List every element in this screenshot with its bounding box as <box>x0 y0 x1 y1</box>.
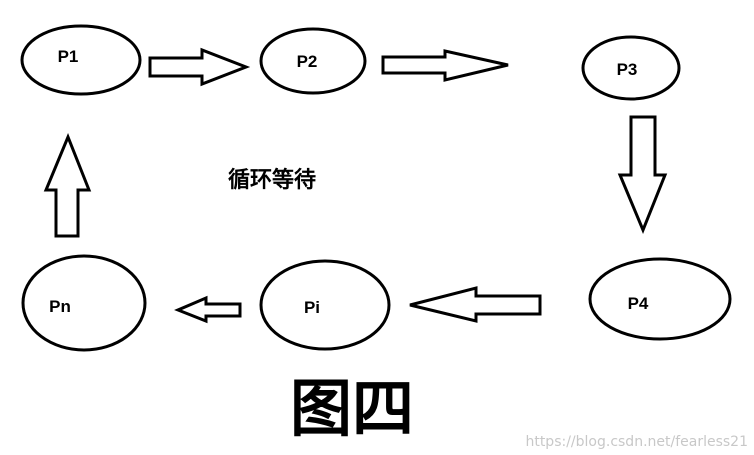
node-pi-label: Pi <box>304 298 320 317</box>
node-p3: P3 <box>581 35 681 101</box>
node-p1: P1 <box>20 24 142 96</box>
node-p3-label: P3 <box>617 60 638 79</box>
node-p2-ellipse <box>259 27 367 95</box>
node-p2-label: P2 <box>297 52 318 71</box>
arrow-p1-to-p2 <box>148 47 251 87</box>
node-p1-ellipse <box>20 24 142 96</box>
node-pn-ellipse <box>21 254 147 352</box>
node-pi-ellipse <box>259 259 391 351</box>
node-p4-label: P4 <box>628 294 649 313</box>
figure-title: 图四 <box>290 372 414 445</box>
node-p1-label: P1 <box>58 47 79 66</box>
arrow-p4-to-pi <box>409 286 542 323</box>
watermark-text: https://blog.csdn.net/fearless21 <box>525 434 748 450</box>
arrow-p2-to-p3 <box>381 49 509 82</box>
node-p4: P4 <box>588 257 732 341</box>
node-p2: P2 <box>259 27 367 95</box>
node-pn-label: Pn <box>49 297 71 316</box>
node-p4-ellipse <box>588 257 732 341</box>
node-pi: Pi <box>259 259 391 351</box>
arrow-pi-to-pn <box>174 295 242 324</box>
arrow-pn-to-p1 <box>43 133 92 238</box>
node-pn: Pn <box>21 254 147 352</box>
arrow-p3-to-p4 <box>617 115 668 234</box>
node-p3-ellipse <box>581 35 681 101</box>
circular-wait-label: 循环等待 <box>228 167 316 193</box>
